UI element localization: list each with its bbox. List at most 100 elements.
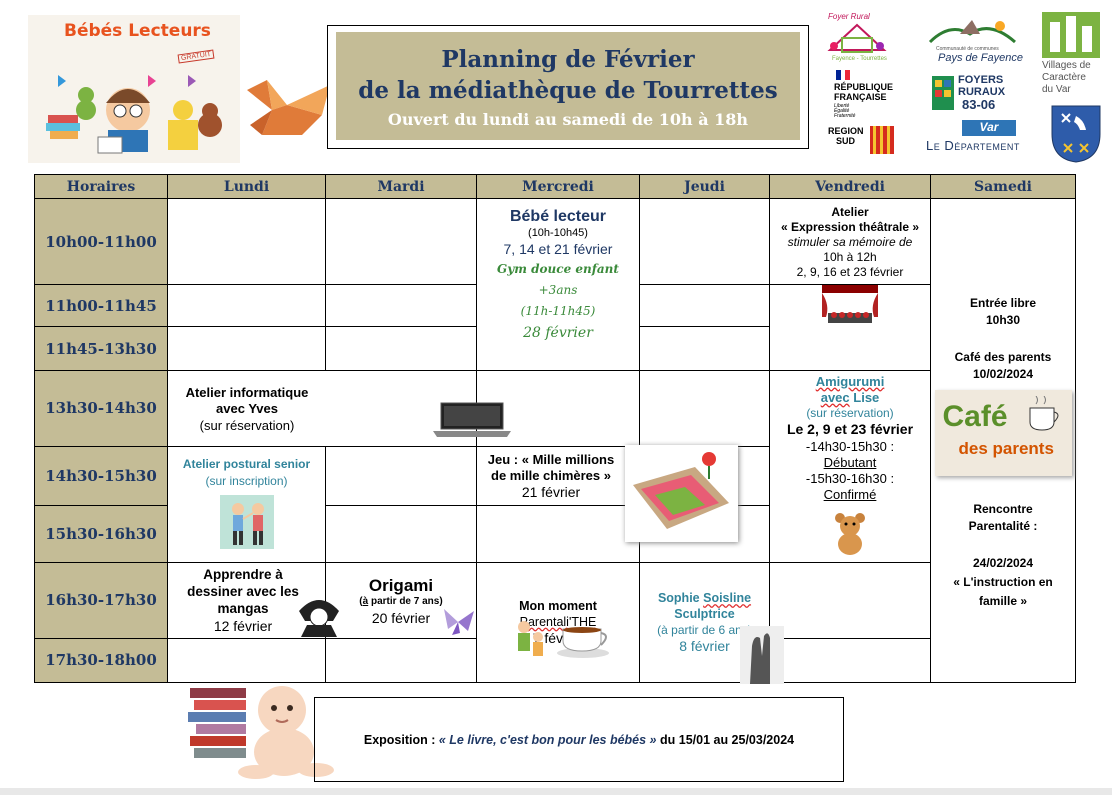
cell-empty (639, 326, 770, 372)
origami-date: 20 février (371, 610, 431, 627)
samedi-entree-time: 10h30 (985, 313, 1021, 328)
board-game-photo (625, 445, 738, 542)
amigurumi-level2: Confirmé (823, 487, 877, 503)
theatre-hours: 10h à 12h (823, 250, 877, 265)
samedi-cafe-date: 10/02/2024 (972, 367, 1034, 382)
amigurumi-title: Amigurumi (815, 373, 885, 389)
mangas-date: 12 février (213, 617, 273, 634)
header-mercredi: Mercredi (476, 173, 640, 200)
theatre-name: « Expression théâtrale » (780, 220, 920, 235)
header-lundi: Lundi (167, 173, 326, 200)
cell-empty (325, 326, 477, 372)
board-game-illustration (633, 452, 729, 529)
foyers-ruraux-3: 83-06 (962, 97, 996, 112)
samedi-parentalite: Parentalité : (968, 519, 1038, 534)
sophie-last: Soisline (703, 591, 752, 606)
cc-label: Communauté de communes (936, 46, 999, 52)
header-vendredi: Vendredi (769, 173, 931, 200)
departement-logo: Var Le Département (926, 118, 1051, 158)
amigurumi-level1: Débutant (823, 454, 877, 470)
exposition-box: Exposition : « Le livre, c'est bon pour … (314, 697, 844, 782)
cell-mon-moment: Mon moment Parentali'THE 7 février (476, 561, 640, 684)
postural-title: Atelier postural senior (182, 457, 311, 472)
cell-empty (325, 637, 477, 684)
teddy-bear-icon (835, 512, 865, 555)
cell-empty (325, 198, 477, 286)
bebe-lecteur-title: Bébé lecteur (509, 207, 607, 225)
header-samedi: Samedi (930, 173, 1076, 200)
cell-empty (639, 198, 770, 286)
header-jeudi: Jeudi (639, 173, 770, 200)
samedi-rencontre: Rencontre (973, 502, 1033, 517)
sophie-age: (à partir de 6 ans) (657, 622, 752, 637)
cell-theatre-image (769, 284, 931, 372)
cell-empty (167, 284, 326, 328)
republique-line1: RÉPUBLIQUE (834, 82, 894, 92)
cell-empty (325, 445, 477, 506)
sculpture-hands-icon (740, 625, 784, 684)
gym-douce-age: +3ans (538, 283, 578, 298)
republique-motto-3: Fraternité (834, 113, 856, 119)
bebe-lecteur-dates: 7, 14 et 21 février (503, 240, 613, 257)
informatique-title: Atelier informatique (185, 385, 309, 401)
foyers-ruraux-logo: FOYERS RURAUX 83-06 (932, 74, 1022, 114)
postural-note: (sur inscription) (205, 474, 288, 489)
amigurumi-name: Lise (853, 389, 880, 405)
cell-empty (167, 326, 326, 372)
foyer-rural-label: Foyer Rural (828, 12, 870, 21)
republique-motto-1: Liberté (834, 103, 850, 109)
header-mardi: Mardi (325, 173, 477, 200)
cell-sophie: Sophie Soisline Sculptrice (à partir de … (639, 561, 784, 684)
child-reading-illustration (46, 75, 222, 154)
gym-douce-hours: (11h-11h45) (520, 304, 596, 319)
tourrettes-coat-of-arms (1051, 105, 1101, 163)
samedi-entree: Entrée libre (969, 296, 1037, 311)
bebe-lecteur-hours: (10h-10h45) (528, 226, 588, 239)
page-title-line1: Planning de Février (441, 45, 695, 73)
seniors-exercise-icon (219, 495, 274, 550)
time-slot: 11h45-13h30 (34, 326, 168, 372)
cell-empty (769, 637, 931, 684)
bebes-lecteurs-logo: Bébés Lecteurs GRATUIT (28, 15, 240, 163)
cell-bebe-lecteur: Bébé lecteur (10h-10h45) 7, 14 et 21 fév… (476, 198, 640, 372)
opening-hours: Ouvert du lundi au samedi de 10h à 18h (387, 109, 749, 129)
villages-caractere-logo: Villages de Caractère du Var (1040, 12, 1106, 100)
cell-empty (325, 504, 477, 563)
mangas-title: Apprendre à (203, 567, 283, 583)
exposition-title: « Le livre, c'est bon pour les bébés » (438, 732, 657, 747)
amigurumi-with: avec (820, 389, 850, 405)
cell-atelier-informatique: Atelier informatique avec Yves (sur rése… (167, 370, 511, 447)
region-line2: SUD (836, 136, 856, 146)
cell-empty (167, 637, 326, 684)
cell-empty (167, 198, 326, 286)
samedi-cafe: Café des parents (954, 350, 1052, 365)
region-line1: REGION (828, 126, 864, 136)
cell-atelier-theatre: Atelier « Expression théâtrale » stimule… (769, 198, 931, 286)
origami-age-a: à (362, 595, 369, 607)
title-frame: Planning de Février de la médiathèque de… (327, 25, 809, 149)
jeu-date: 21 février (521, 484, 581, 501)
origami-fox-illustration (247, 80, 330, 135)
samedi-instruction: « L'instruction en (953, 575, 1053, 590)
villages-line3: du Var (1042, 84, 1071, 95)
theatre-dates: 2, 9, 16 et 23 février (796, 265, 904, 280)
cafe-des-parents-logo: Café des parents (934, 390, 1072, 477)
planning-table: Horaires Lundi Mardi Mercredi Jeudi Vend… (34, 173, 1076, 684)
sophie-date: 8 février (679, 637, 730, 654)
moment-title: Mon moment (519, 598, 597, 613)
exposition-dates: du 15/01 au 25/03/2024 (660, 732, 795, 747)
time-slot: 11h00-11h45 (34, 284, 168, 328)
cell-samedi: Entrée libre 10h30 Café des parents 10/0… (930, 198, 1076, 683)
header-horaires: Horaires (34, 173, 168, 200)
amigurumi-dates: Le 2, 9 et 23 février (786, 421, 914, 438)
republique-line2: FRANÇAISE (834, 92, 887, 102)
departement-label: Le Département (926, 138, 1020, 153)
cafe-logo-word1: Café (942, 400, 1008, 434)
republique-logo: RÉPUBLIQUE FRANÇAISE Liberté Égalité Fra… (832, 70, 902, 120)
time-slot: 17h30-18h00 (34, 637, 168, 684)
time-slot: 13h30-14h30 (34, 370, 168, 447)
cell-amigurumi: Amigurumi avec Lise (sur réservation) Le… (769, 370, 931, 563)
time-slot: 14h30-15h30 (34, 445, 168, 506)
pays-fayence-label: Pays de Fayence (938, 52, 1023, 64)
page-title-line2: de la médiathèque de Tourrettes (358, 76, 778, 104)
